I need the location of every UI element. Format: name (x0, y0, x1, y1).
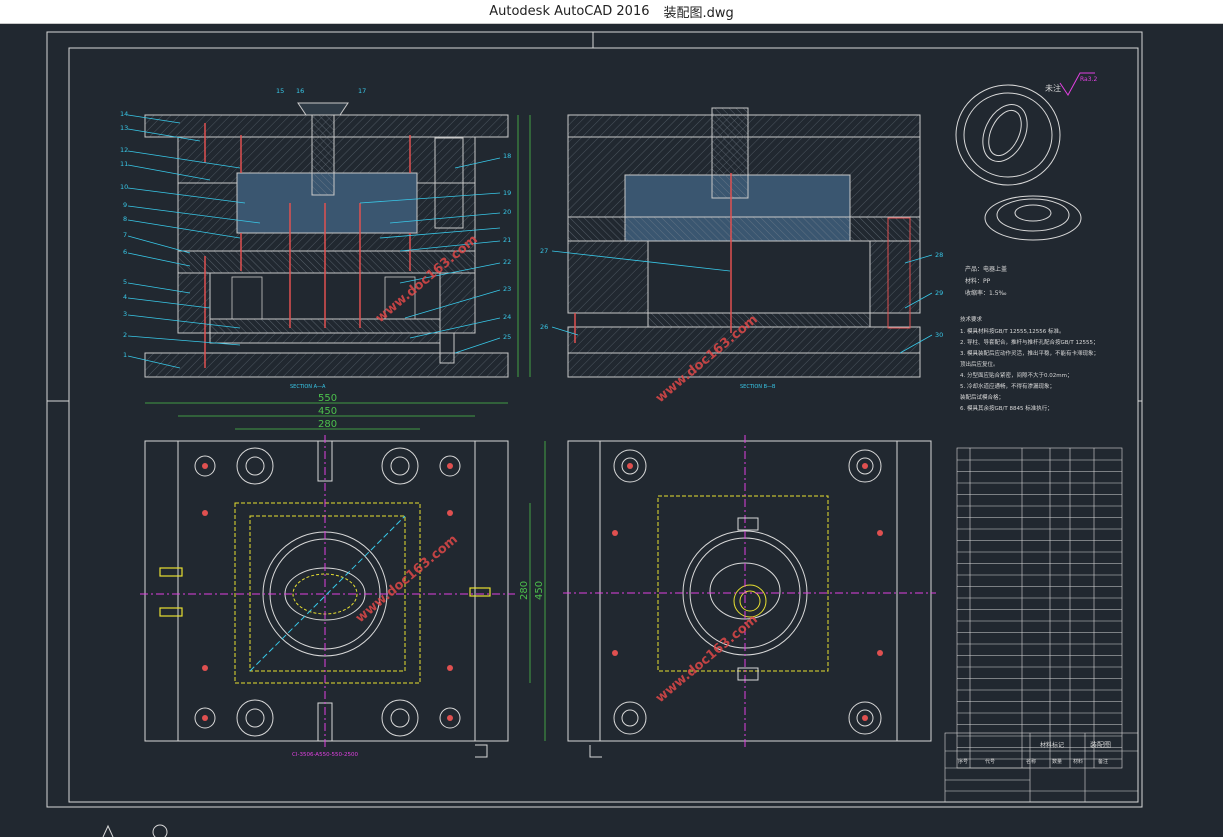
dim-550: 550 (318, 393, 337, 404)
ucs-icon (102, 824, 168, 837)
section-aa-view: 14 13 12 11 10 9 8 7 6 5 4 3 2 1 15 16 1… (120, 87, 531, 390)
part-no-14: 14 (120, 110, 128, 118)
part-no-10: 10 (120, 183, 128, 191)
surface-finish-note: 未注 (1045, 83, 1061, 93)
part-no-23: 23 (503, 285, 511, 293)
dim-280-horizontal: 280 (318, 419, 337, 430)
part-no-4: 4 (123, 293, 127, 301)
svg-text:1. 模具材料按GB/T 12555,12556 标准。: 1. 模具材料按GB/T 12555,12556 标准。 (960, 327, 1064, 335)
section-bb-label: SECTION B—B (740, 384, 776, 390)
part-no-16: 16 (296, 87, 304, 95)
dim-450-vertical: 450 (534, 581, 545, 600)
svg-text:代号: 代号 (985, 758, 995, 765)
part-no-13: 13 (120, 124, 128, 132)
svg-text:名称: 名称 (1026, 758, 1036, 765)
part-no-11: 11 (120, 160, 128, 168)
part-no-21: 21 (503, 236, 511, 244)
part-no-24: 24 (503, 313, 511, 321)
part-no-27: 27 (540, 247, 548, 255)
drawing-canvas[interactable]: 14 13 12 11 10 9 8 7 6 5 4 3 2 1 15 16 1… (0, 23, 1223, 837)
svg-text:4. 分型面应贴合紧密，间隙不大于0.02mm；: 4. 分型面应贴合紧密，间隙不大于0.02mm； (960, 371, 1072, 379)
app-title: Autodesk AutoCAD 2016 (489, 4, 650, 19)
svg-text:数量: 数量 (1052, 758, 1062, 765)
part-no-18: 18 (503, 152, 511, 160)
part-no-25: 25 (503, 333, 511, 341)
svg-text:5. 冷却水道应通畅，不得有渗漏现象；: 5. 冷却水道应通畅，不得有渗漏现象； (960, 382, 1055, 390)
surface-finish-symbol (1059, 72, 1095, 96)
part-no-2: 2 (123, 331, 127, 339)
part-no-5: 5 (123, 278, 127, 286)
part-info-material: 材料：PP (965, 277, 991, 285)
svg-text:装配后试模合格；: 装配后试模合格； (960, 393, 1004, 401)
window-title-bar: Autodesk AutoCAD 2016 装配图.dwg (0, 0, 1223, 24)
technical-requirements: 技术要求 1. 模具材料按GB/T 12555,12556 标准。 2. 导柱、… (960, 315, 1099, 412)
part-no-15: 15 (276, 87, 284, 95)
svg-text:序号: 序号 (958, 758, 968, 765)
title-block-name: 装配图 (1090, 740, 1111, 749)
svg-text:3. 模具装配后应动作灵活，推出平稳，不能有卡滞现象；: 3. 模具装配后应动作灵活，推出平稳，不能有卡滞现象； (960, 349, 1099, 357)
title-block (944, 732, 1139, 803)
plan-view-moving-half (563, 435, 936, 748)
tech-req-title: 技术要求 (960, 315, 983, 323)
section-bb-view: 27 26 28 29 30 SECTION B—B (540, 107, 943, 390)
part-no-7: 7 (123, 231, 127, 239)
part-number-labels: 14 13 12 11 10 9 8 7 6 5 4 3 2 1 15 16 1… (120, 87, 511, 359)
part-info-product: 产品：电器上盖 (965, 265, 1007, 273)
plan-view-code: CI-3506-A550-550-2500 (292, 752, 359, 758)
part-no-28: 28 (935, 251, 943, 259)
part-no-19: 19 (503, 189, 511, 197)
svg-text:6. 模具其余按GB/T 8845 标准执行；: 6. 模具其余按GB/T 8845 标准执行； (960, 404, 1053, 412)
outer-frame (46, 31, 1143, 808)
part-no-8: 8 (123, 215, 127, 223)
bom-table (956, 447, 1123, 769)
surface-finish-value: Ra3.2 (1080, 76, 1097, 83)
title-block-label: 材料标记 (1040, 741, 1064, 749)
part-no-26: 26 (540, 323, 548, 331)
file-name: 装配图.dwg (663, 6, 734, 21)
dim-280-vertical: 280 (519, 581, 530, 600)
svg-text:2. 导柱、导套配合，推杆与推杆孔配合按GB/T 12555: 2. 导柱、导套配合，推杆与推杆孔配合按GB/T 12555； (960, 338, 1099, 346)
part-no-22: 22 (503, 258, 511, 266)
part-no-20: 20 (503, 208, 511, 216)
inner-frame (68, 47, 1139, 803)
part-isometric-views (955, 84, 1082, 241)
section-aa-label: SECTION A—A (290, 384, 326, 390)
part-no-1: 1 (123, 351, 127, 359)
part-no-3: 3 (123, 310, 127, 318)
part-no-17: 17 (358, 87, 366, 95)
plan-view-fixed-half: 550 450 280 280 450 CI-3506-A550-550-250… (140, 393, 546, 758)
part-no-9: 9 (123, 201, 127, 209)
svg-text:材料: 材料 (1073, 758, 1083, 765)
part-no-29: 29 (935, 289, 943, 297)
part-no-30: 30 (935, 331, 943, 339)
part-no-12: 12 (120, 146, 128, 154)
part-no-6: 6 (123, 248, 127, 256)
svg-text:备注: 备注 (1098, 758, 1108, 765)
dim-450-horizontal: 450 (318, 406, 337, 417)
part-info-shrinkage: 收缩率：1.5‰ (965, 289, 1007, 297)
svg-text:顶出后应复位。: 顶出后应复位。 (960, 360, 999, 368)
svg-text:www.doc163.com: www.doc163.com (353, 532, 461, 626)
